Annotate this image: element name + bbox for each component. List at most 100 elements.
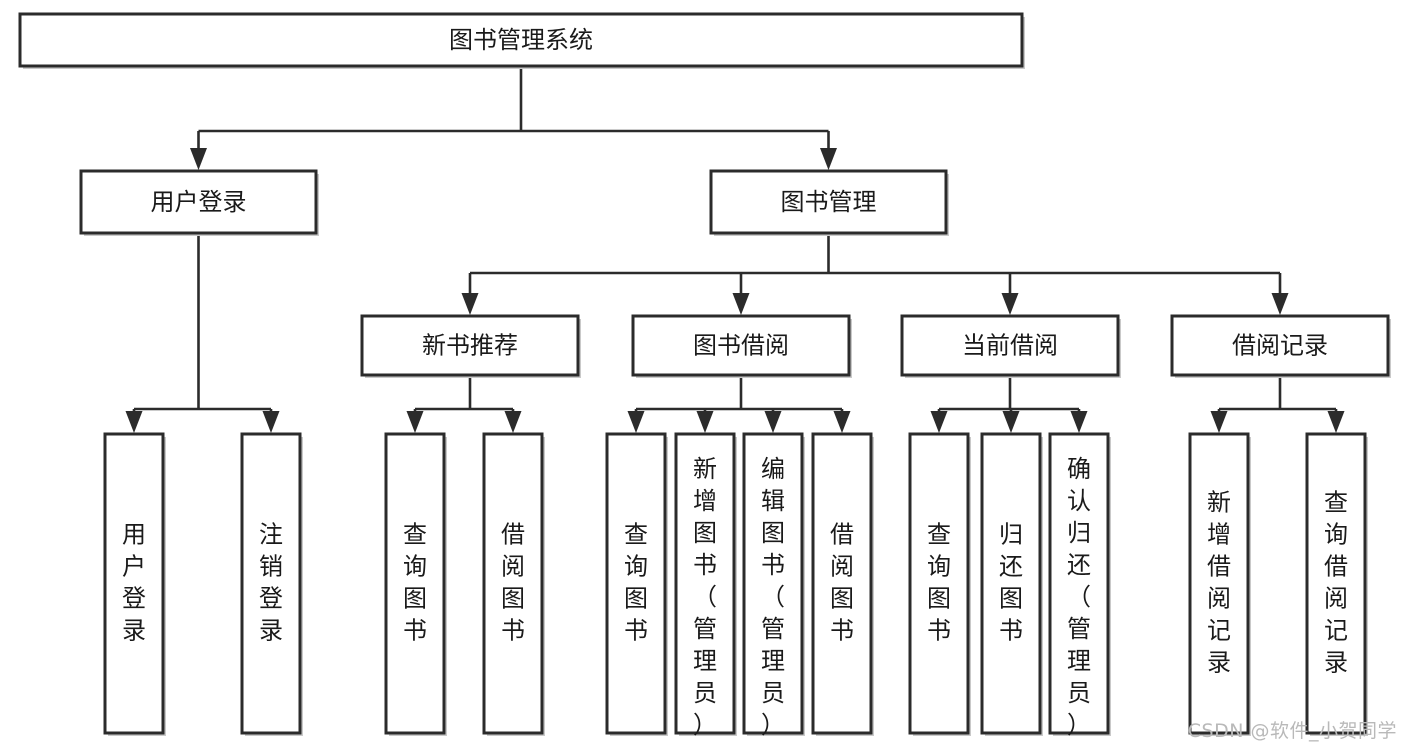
edge-arrowhead [696,411,714,433]
node-label-char: 员 [1067,679,1091,707]
node-label-char: 图 [403,585,427,613]
node-box [742,432,804,735]
edge-arrowhead [930,411,948,433]
node-box [360,314,580,377]
node-box [1305,432,1367,735]
node-label-char: 书 [624,617,648,645]
node-current[interactable]: 当前借阅 [900,314,1121,378]
node-label-char: 阅 [501,553,525,581]
node-label-char: 管 [1067,615,1091,643]
node-label: 当前借阅 [962,332,1058,360]
node-box [811,432,873,735]
node-label-char: 登 [259,585,283,613]
node-bookmgmt[interactable]: 图书管理 [709,169,949,236]
node-label-char: （ [693,583,717,611]
node-label: 图书管理 [781,188,877,216]
node-label-char: 书 [999,617,1023,645]
node-label-char: 询 [403,553,427,581]
node-label: 新书推荐 [422,332,518,360]
node-label-char: 还 [999,553,1023,581]
edge-arrowhead [461,293,479,315]
node-label-char: 录 [1207,649,1231,677]
node-label-char: 询 [1324,521,1348,549]
node-label-char: 辑 [761,487,785,515]
edge-arrowhead [406,411,424,433]
node-label-char: 还 [1067,551,1091,579]
node-box [631,314,851,377]
node-leaf-bw-query[interactable]: 查询图书查询图书 [605,432,668,736]
node-leaf-rec-add[interactable]: 新增借阅记录新增借阅记录 [1188,432,1251,736]
node-label-char: 录 [259,617,283,645]
node-leaf-cur-return[interactable]: 归还图书归还图书 [980,432,1043,736]
edge-arrowhead [820,148,837,170]
node-label-char: 查 [624,521,648,549]
node-box [908,432,970,735]
node-label-char: 销 [259,553,283,581]
node-label-char: 借 [1207,553,1231,581]
edge-arrowhead [504,411,522,433]
node-label-char: 借 [830,521,854,549]
node-label-char: 查 [927,521,951,549]
node-label-char: 图 [624,585,648,613]
node-label-char: 图 [501,585,525,613]
node-box [1188,432,1250,735]
node-label-char: 阅 [1207,585,1231,613]
node-label-char: 书 [830,617,854,645]
node-label-char: 理 [1067,647,1091,675]
node-label-char: 注 [259,521,283,549]
node-label: 用户登录 [151,188,247,216]
node-label-char: 书 [761,551,785,579]
node-label-char: 录 [122,617,146,645]
node-box [103,432,165,735]
node-label-char: 员 [693,679,717,707]
node-box [384,432,446,735]
edge-arrowhead [262,411,280,433]
node-label-char: （ [1067,583,1091,611]
node-label-char: 登 [122,585,146,613]
node-box [240,432,302,735]
edge-arrowhead [627,411,645,433]
node-label-char: 图 [999,585,1023,613]
node-label-char: ） [1067,711,1091,739]
node-label-char: 询 [624,553,648,581]
edge-arrowhead [1271,293,1289,315]
node-leaf-rec-query[interactable]: 查询借阅记录查询借阅记录 [1305,432,1368,736]
node-root[interactable]: 图书管理系统 [18,12,1025,69]
node-box [1048,432,1110,735]
node-label-char: 确 [1067,455,1091,483]
node-box [605,432,667,735]
node-label-char: 新 [693,455,717,483]
node-label-char: 图 [927,585,951,613]
edge-arrowhead [1070,411,1088,433]
node-label-char: 阅 [1324,585,1348,613]
node-label-char: 归 [999,521,1023,549]
node-label-char: 记 [1324,617,1348,645]
node-leaf-user-logout[interactable]: 注销登录注销登录 [240,432,303,736]
edge-arrowhead [1327,411,1345,433]
node-borrow[interactable]: 图书借阅 [631,314,852,378]
node-leaf-nb-query[interactable]: 查询图书查询图书 [384,432,447,736]
node-leaf-bw-borrow[interactable]: 借阅图书借阅图书 [811,432,874,736]
node-leaf-user-login[interactable]: 用户登录用户登录 [103,432,166,736]
node-label-char: 认 [1067,487,1091,515]
node-leaf-nb-borrow[interactable]: 借阅图书借阅图书 [482,432,545,736]
node-box [1170,314,1390,377]
node-label-char: 图 [761,519,785,547]
node-box [980,432,1042,735]
node-leaf-cur-query[interactable]: 查询图书查询图书 [908,432,971,736]
node-label-char: 书 [501,617,525,645]
node-label-char: 理 [761,647,785,675]
node-label-char: （ [761,583,785,611]
node-label: 图书管理系统 [449,26,593,54]
node-records[interactable]: 借阅记录 [1170,314,1391,378]
node-login[interactable]: 用户登录 [79,169,319,236]
node-label-char: 员 [761,679,785,707]
node-label-char: 增 [1207,521,1231,549]
nodes-layer: 图书管理系统用户登录图书管理新书推荐图书借阅当前借阅借阅记录用户登录用户登录注销… [18,12,1391,739]
node-newbook[interactable]: 新书推荐 [360,314,581,378]
node-label: 借阅记录 [1232,332,1328,360]
